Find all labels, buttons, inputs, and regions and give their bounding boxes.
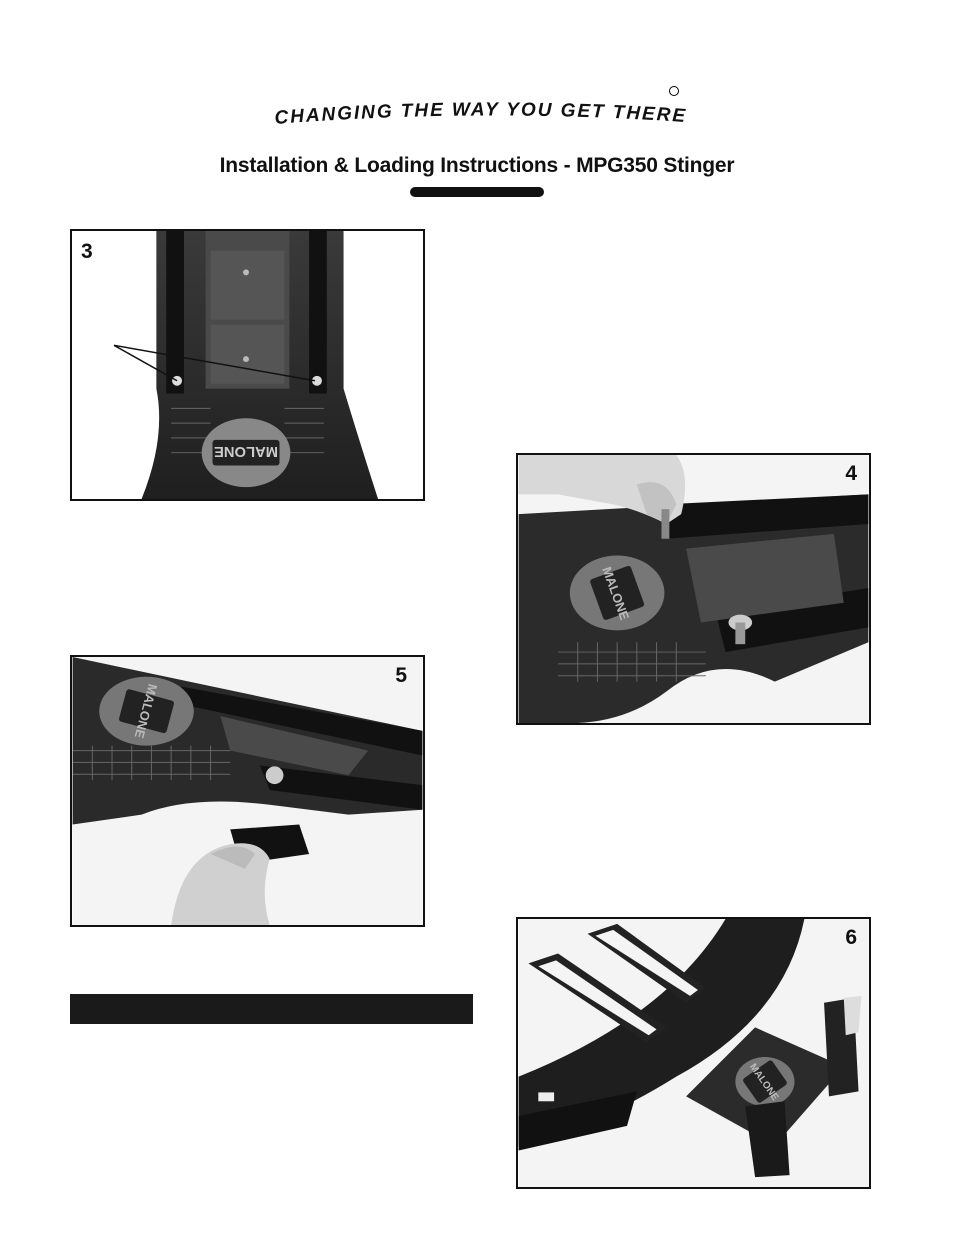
figure-6-photo: MALONE 6	[516, 917, 871, 1189]
brand-tagline: CHANGING THE WAY YOU GET THERE	[270, 99, 690, 134]
figure-5-number: 5	[395, 664, 407, 687]
svg-text:CHANGING THE WAY YOU GET THERE: CHANGING THE WAY YOU GET THERE	[274, 99, 687, 129]
figure-5-photo: MALONE 5	[70, 655, 425, 927]
tagline-text: CHANGING THE WAY YOU GET THERE	[274, 99, 687, 129]
figure-3-number: 3	[81, 240, 93, 263]
figure-4-number: 4	[845, 462, 857, 485]
section-header-bar	[70, 994, 473, 1024]
fig3-brand-text: MALONE	[214, 443, 278, 459]
figure-4-photo: MALONE 4	[516, 453, 871, 725]
title-underline	[410, 187, 544, 197]
page-title: Installation & Loading Instructions - MP…	[219, 154, 735, 177]
figure-6-number: 6	[845, 926, 857, 949]
figure-3-photo: MALONE 3	[70, 229, 425, 501]
registered-mark-icon	[669, 86, 679, 96]
